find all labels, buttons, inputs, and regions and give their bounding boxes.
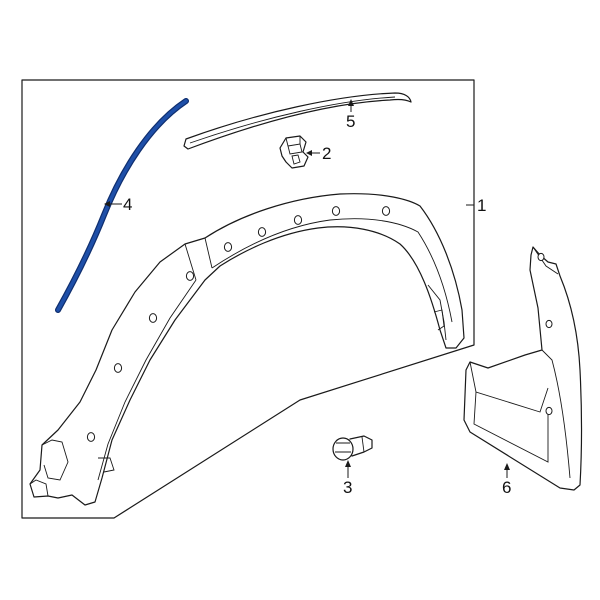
panel-frame [21,79,475,519]
part-3-push-pin[interactable] [332,435,373,461]
callout-6: 6 [502,478,511,497]
callout-leaders [104,99,510,478]
part-4-seal[interactable] [55,98,189,313]
part-1-fender-flare[interactable] [29,193,465,506]
callout-5: 5 [346,112,355,131]
callout-3: 3 [343,478,352,497]
callout-1: 1 [477,196,486,215]
part-5-molding[interactable] [183,92,412,150]
part-6-mud-flap[interactable] [463,246,583,491]
callout-2: 2 [322,144,331,163]
part-2-clip[interactable] [279,135,309,169]
callout-4: 4 [123,195,132,214]
